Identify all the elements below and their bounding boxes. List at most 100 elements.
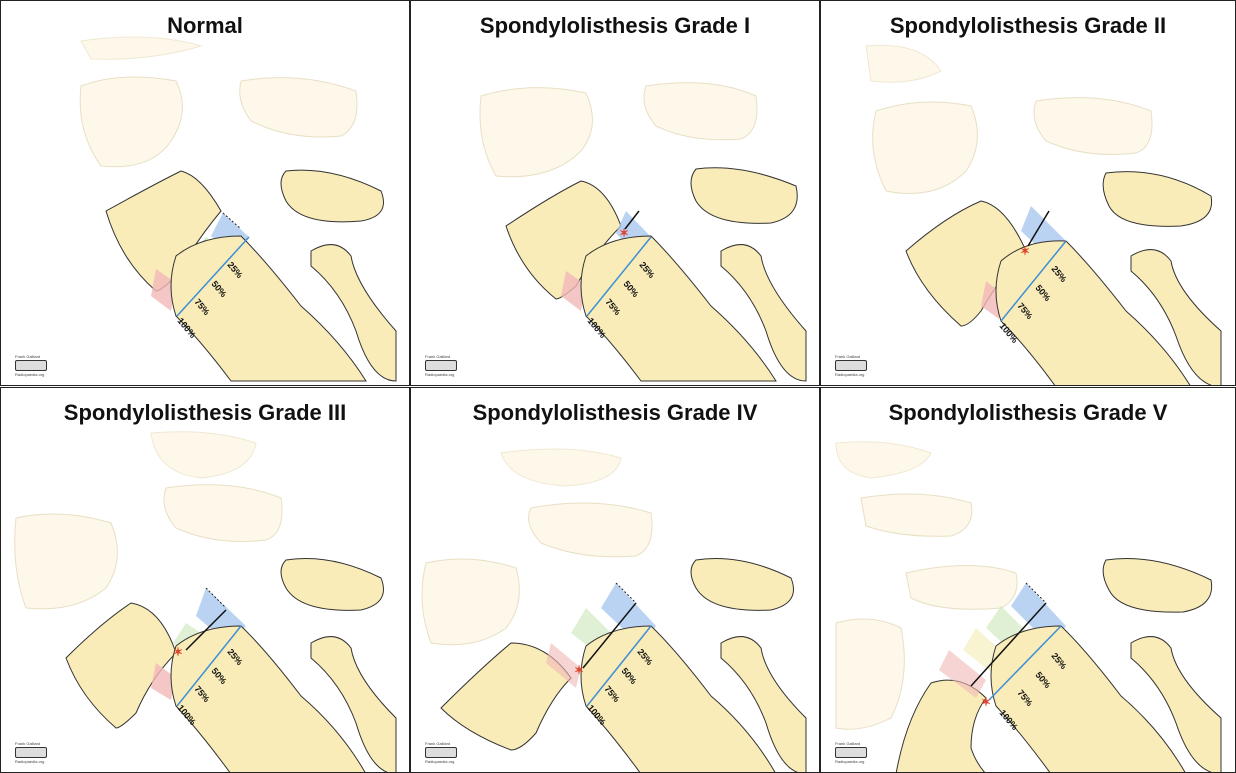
- dotted-extension: [615, 582, 637, 604]
- credit-author: Frank Gaillard: [835, 741, 861, 746]
- credit-author: Frank Gaillard: [835, 354, 861, 359]
- posterior-element: [720, 244, 807, 382]
- measure-line: [1000, 240, 1067, 322]
- spine-illustration: ✶ 25% 50% 75% 100%: [479, 82, 807, 382]
- posterior-element: [310, 636, 397, 772]
- credit-author: Frank Gaillard: [425, 354, 451, 359]
- posterior-element: [1130, 636, 1222, 772]
- license-credit: Frank Gaillard Radiopaedia.org: [425, 354, 459, 377]
- license-credit: Frank Gaillard Radiopaedia.org: [835, 741, 869, 764]
- spine-illustration: ✶ 25% 50% 75% 100%: [14, 431, 397, 772]
- slip-marker: ✶: [981, 695, 991, 709]
- faded-vertebra: [835, 618, 905, 730]
- l5-vertebra: [440, 642, 572, 751]
- panel-title: Spondylolisthesis Grade II: [889, 13, 1167, 38]
- cc-license-icon: [425, 360, 457, 371]
- s1-vertebra: [580, 625, 776, 772]
- panel-grade-5: Spondylolisthesis Grade V ✶ 25% 50% 75% …: [820, 387, 1236, 773]
- spinous-process: [280, 169, 384, 223]
- dotted-extension: [205, 587, 227, 609]
- credit-site: Radiopaedia.org: [835, 759, 865, 764]
- posterior-element: [720, 636, 807, 772]
- measure-line: [176, 625, 242, 707]
- dotted-extension: [222, 212, 242, 230]
- zone-100: [151, 663, 176, 700]
- credit-site: Radiopaedia.org: [15, 372, 45, 377]
- slip-arrow: [185, 609, 227, 651]
- s1-vertebra: [170, 625, 366, 772]
- spine-illustration: ✶ 25% 50% 75% 100%: [421, 448, 807, 772]
- zone-100: [561, 271, 586, 311]
- slip-marker: ✶: [1020, 244, 1030, 258]
- zone-100: [151, 269, 176, 311]
- faded-vertebra: [865, 44, 942, 83]
- faded-vertebra: [872, 101, 978, 194]
- spine-illustration: ✶ 25% 50% 75% 100%: [865, 44, 1222, 385]
- license-credit: Frank Gaillard Radiopaedia.org: [425, 741, 459, 764]
- faded-vertebra: [860, 493, 973, 537]
- cc-license-icon: [835, 747, 867, 758]
- slip-arrow: [970, 602, 1047, 687]
- measure-line: [586, 625, 652, 707]
- cc-license-icon: [15, 747, 47, 758]
- panel-title: Spondylolisthesis Grade I: [479, 13, 751, 38]
- license-credit: Frank Gaillard Radiopaedia.org: [15, 354, 49, 377]
- zone-100: [939, 650, 986, 698]
- spine-illustration: ✶ 25% 50% 75% 100%: [835, 441, 1222, 772]
- faded-vertebra: [835, 441, 932, 479]
- credit-author: Frank Gaillard: [425, 741, 451, 746]
- faded-vertebra: [643, 82, 758, 141]
- credit-author: Frank Gaillard: [15, 741, 41, 746]
- faded-vertebra: [528, 502, 653, 558]
- faded-vertebra: [500, 448, 622, 487]
- panel-title: Normal: [167, 13, 243, 38]
- measure-line: [176, 236, 250, 317]
- slip-arrow: [624, 210, 640, 230]
- panel-grade-4: Spondylolisthesis Grade IV ✶ 25% 50% 75%…: [410, 387, 820, 773]
- l5-vertebra: [65, 602, 177, 729]
- panel-grade-3: Spondylolisthesis Grade III ✶ 25% 50% 75…: [0, 387, 410, 773]
- faded-vertebra: [421, 558, 520, 646]
- s1-vertebra: [170, 235, 367, 382]
- faded-vertebra: [79, 76, 183, 168]
- panel-grade-1: Spondylolisthesis Grade I ✶ 25% 50% 75% …: [410, 0, 820, 386]
- cc-license-icon: [15, 360, 47, 371]
- credit-author: Frank Gaillard: [15, 354, 41, 359]
- cc-license-icon: [835, 360, 867, 371]
- panel-normal: Normal 25% 50% 75% 100% Frank Gaillard R…: [0, 0, 410, 386]
- faded-vertebra: [163, 484, 283, 542]
- spinous-process: [1102, 171, 1213, 227]
- panel-title: Spondylolisthesis Grade IV: [472, 400, 758, 425]
- posterior-element: [310, 244, 397, 382]
- faded-vertebra: [150, 431, 257, 479]
- slip-marker: ✶: [574, 663, 584, 677]
- slip-marker: ✶: [173, 645, 183, 659]
- panel-grade-2: Spondylolisthesis Grade II ✶ 25% 50% 75%…: [820, 0, 1236, 386]
- faded-vertebra: [479, 87, 593, 178]
- spinous-process: [690, 557, 794, 611]
- spinous-process: [690, 167, 798, 224]
- spinous-process: [280, 557, 384, 611]
- measure-line: [586, 236, 652, 317]
- credit-site: Radiopaedia.org: [425, 372, 455, 377]
- zone-100: [546, 643, 581, 688]
- s1-vertebra: [580, 235, 777, 382]
- license-credit: Frank Gaillard Radiopaedia.org: [15, 741, 49, 764]
- slip-arrow: [582, 602, 637, 669]
- panel-title: Spondylolisthesis Grade III: [63, 400, 347, 425]
- faded-vertebra: [1033, 97, 1153, 155]
- slip-arrow: [1027, 210, 1050, 247]
- dotted-extension: [1025, 582, 1047, 604]
- cc-license-icon: [425, 747, 457, 758]
- l5-vertebra: [895, 679, 987, 772]
- slip-marker: ✶: [619, 226, 629, 240]
- spine-illustration: 25% 50% 75% 100%: [79, 36, 397, 382]
- s1-vertebra: [990, 625, 1186, 772]
- panel-title: Spondylolisthesis Grade V: [888, 400, 1168, 425]
- faded-vertebra: [239, 77, 358, 138]
- faded-vertebra: [80, 36, 203, 60]
- credit-site: Radiopaedia.org: [15, 759, 45, 764]
- measure-line: [988, 625, 1062, 701]
- license-credit: Frank Gaillard Radiopaedia.org: [835, 354, 869, 377]
